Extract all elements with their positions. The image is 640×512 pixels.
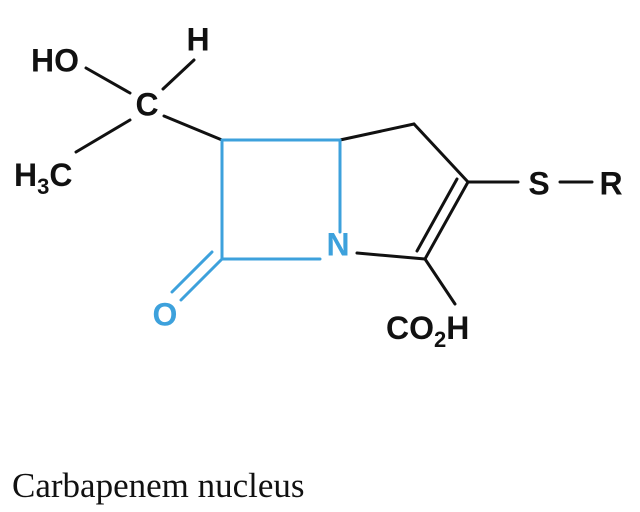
bond-ring-ch2 — [338, 122, 416, 142]
double-bond-alkene-2 — [415, 177, 459, 253]
atom-h-top: H — [186, 21, 209, 57]
bond-n-alkene — [355, 251, 427, 261]
atom-r: R — [599, 165, 622, 201]
bond-h3c-c — [74, 118, 132, 154]
co2h-h: H — [446, 310, 469, 346]
co2h-subscript: 2 — [434, 327, 446, 352]
h3c-c: C — [49, 157, 72, 193]
atom-ho: HO — [31, 42, 79, 78]
diagram-caption: Carbapenem nucleus — [12, 466, 305, 505]
h3c-subscript: 3 — [37, 174, 49, 199]
bond-ch2-alkene — [412, 122, 470, 184]
atom-c-center: C — [135, 86, 158, 122]
carbonyl-double-bond-2 — [170, 250, 214, 294]
bond-ho-c — [84, 66, 132, 95]
h3c-h: H — [14, 157, 37, 193]
black-bonds — [74, 58, 594, 306]
bond-c-ring — [162, 114, 224, 142]
blue-lactam-bonds — [170, 138, 342, 302]
bond-alkene-co2h — [423, 257, 457, 306]
double-bond-alkene-1 — [423, 180, 470, 261]
atom-s: S — [528, 165, 549, 201]
atom-n: N — [326, 226, 349, 262]
bond-h-c — [161, 58, 196, 91]
atom-o: O — [153, 296, 178, 332]
atom-co2h: CO2H — [386, 310, 469, 352]
co2h-co: CO — [386, 310, 434, 346]
carbonyl-double-bond-1 — [179, 257, 224, 302]
atom-h3c: H3C — [14, 157, 72, 199]
